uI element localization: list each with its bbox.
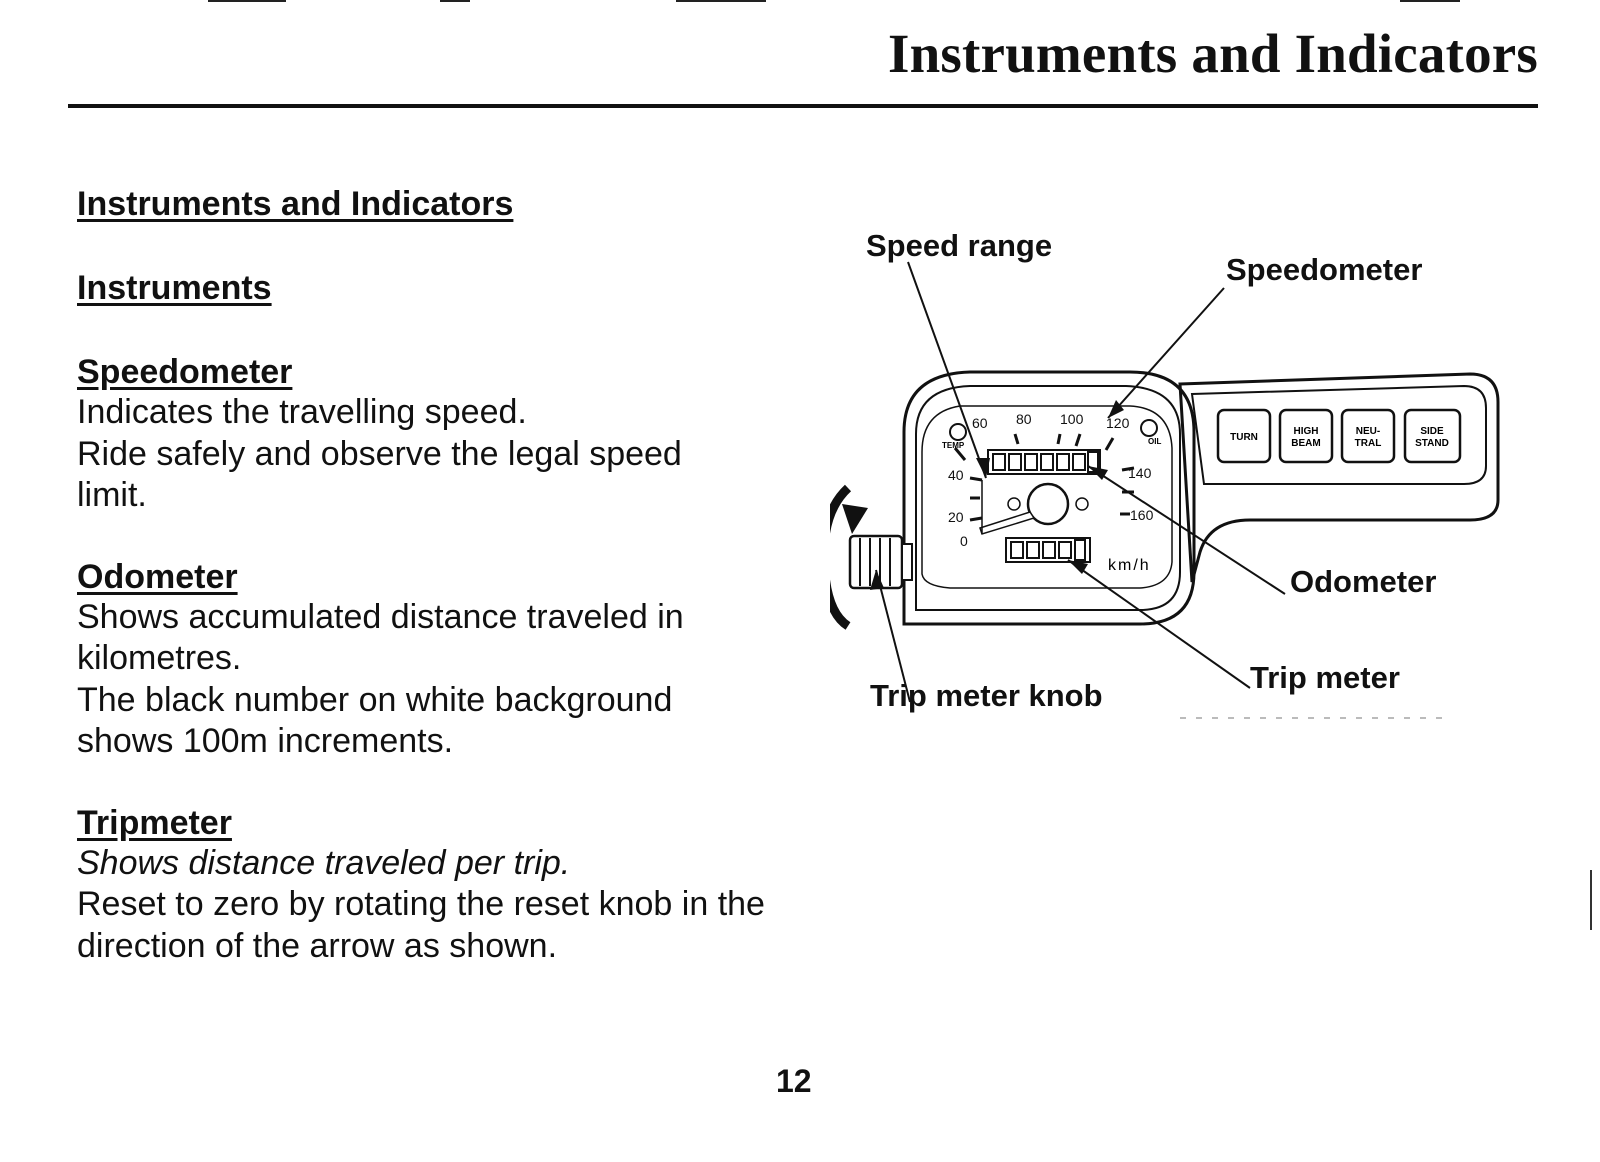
odometer-digits (992, 453, 1086, 471)
tripmeter-text-1: Shows distance traveled per trip. (77, 843, 571, 882)
speedometer-text-1: Indicates the travelling speed. (77, 393, 527, 431)
speedometer-text-2: Ride safely and observe the legal speed … (77, 434, 682, 515)
tripmeter-text-2: Reset to zero by rotating the reset knob… (77, 885, 765, 965)
diagram-frame (1180, 717, 1450, 719)
speedometer-housing (902, 370, 1196, 626)
high-beam-label-1: HIGH (1294, 426, 1319, 437)
page-number: 12 (776, 1063, 812, 1099)
high-beam-label-2: BEAM (1291, 438, 1320, 449)
scale-80: 80 (1016, 411, 1032, 427)
scale-20: 20 (948, 509, 964, 525)
tripmeter-heading: Tripmeter (77, 803, 232, 842)
scale-120: 120 (1106, 415, 1130, 431)
turn-lamp-label: TURN (1230, 432, 1258, 443)
dial-tick-marks (953, 433, 1135, 522)
text-column: Instruments and Indicators Instruments S… (77, 184, 797, 1007)
trip-meter-knob-callout: Trip meter knob (870, 678, 1103, 713)
side-stand-label-1: SIDE (1420, 426, 1444, 437)
temp-label: TEMP (942, 441, 965, 450)
callout-arrowheads (870, 400, 1124, 590)
scale-40: 40 (948, 467, 964, 483)
scale-140: 140 (1128, 465, 1152, 481)
tripmeter-section: Tripmeter Shows distance traveled per tr… (77, 803, 797, 968)
odometer-callout: Odometer (1290, 564, 1437, 599)
scale-160: 160 (1130, 507, 1154, 523)
side-stand-label-2: STAND (1415, 438, 1449, 449)
indicator-housing (1178, 372, 1500, 583)
scale-100: 100 (1060, 411, 1084, 427)
side-stand-lamp (1403, 408, 1462, 464)
odometer-text-2: The black number on white background sho… (77, 680, 673, 761)
trip-meter-callout: Trip meter (1250, 660, 1400, 695)
scale-60: 60 (972, 415, 988, 431)
dial-scale: 0 20 40 60 80 100 120 140 160 (948, 411, 1154, 549)
needle-hub (1026, 482, 1070, 526)
callout-leaders (875, 261, 1286, 703)
odometer-section: Odometer Shows accumulated distance trav… (77, 557, 797, 763)
header-rule (68, 104, 1538, 108)
speed-range-callout: Speed range (866, 228, 1053, 263)
neutral-label-2: TRAL (1355, 438, 1382, 449)
instrument-diagram: TEMP OIL 0 20 40 60 80 100 120 140 160 (830, 222, 1540, 736)
speedometer-heading: Speedometer (77, 353, 293, 391)
odometer-heading: Odometer (77, 557, 238, 596)
scale-0: 0 (960, 533, 968, 549)
speedometer-callout: Speedometer (1226, 252, 1423, 287)
neutral-label-1: NEU- (1356, 426, 1380, 437)
trip-meter-digits (1010, 541, 1072, 559)
page-header-title: Instruments and Indicators (887, 23, 1538, 84)
instrument-cluster-drawing: TEMP OIL 0 20 40 60 80 100 120 140 160 (830, 261, 1500, 719)
turn-lamp (1216, 408, 1272, 464)
edge-mark (1590, 870, 1592, 930)
unit-label: km/h (1108, 557, 1151, 574)
trip-meter-knob-drawing (830, 484, 913, 630)
neutral-lamp (1340, 408, 1396, 464)
indicator-lamps: TURN HIGH BEAM NEU- TRAL SIDE STAND (1216, 408, 1462, 464)
high-beam-lamp (1278, 408, 1334, 464)
oil-label: OIL (1148, 437, 1161, 446)
instruments-heading: Instruments (77, 269, 272, 307)
main-heading: Instruments and Indicators (77, 185, 514, 223)
odometer-text-1: Shows accumulated distance traveled in k… (77, 597, 684, 678)
speedometer-section: Speedometer Indicates the travelling spe… (77, 352, 797, 517)
